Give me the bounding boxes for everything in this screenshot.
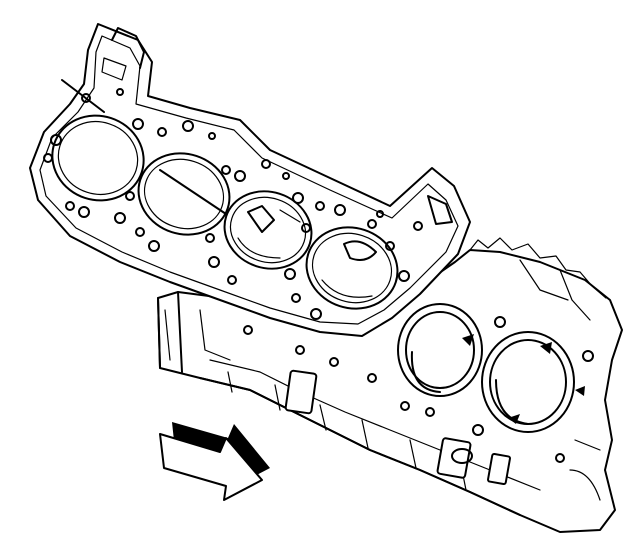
gasket-bore-4-ring <box>311 232 393 304</box>
block-bore-3 <box>397 303 483 397</box>
coolant-passage-1 <box>462 334 474 346</box>
coolant-passage-4 <box>575 386 585 396</box>
block-bore-4-wall <box>495 379 529 425</box>
gasket-bore-3-valve <box>247 205 275 233</box>
gasket-tab-cutout <box>101 57 127 81</box>
block-bore-3-wall <box>410 351 441 393</box>
block-boss-3 <box>487 452 511 486</box>
gasket-bore-2 <box>137 152 231 236</box>
head-gasket <box>29 23 471 337</box>
block-boss-2 <box>436 437 472 479</box>
gasket-tab-right <box>427 195 453 225</box>
block-side-line <box>209 359 541 491</box>
block-casting-edge <box>469 237 607 299</box>
gasket-bore-3 <box>223 190 313 270</box>
coolant-passage-3 <box>508 414 520 424</box>
gasket-bore-3-ring <box>229 196 307 264</box>
block-bore-3-inner <box>405 311 475 389</box>
coolant-passage-2 <box>540 342 552 354</box>
block-ribs <box>227 371 467 491</box>
block-bolt-holes <box>243 316 594 463</box>
block-bore-4 <box>481 331 575 433</box>
gasket-bore-2-ring <box>143 158 225 230</box>
block-end-face <box>157 291 183 373</box>
direction-arrow <box>159 422 270 501</box>
gasket-bore-3-detail <box>237 209 301 259</box>
gasket-bore-4 <box>305 226 399 310</box>
block-boss-1 <box>284 369 318 415</box>
engine-block <box>157 237 623 533</box>
gasket-tab-left <box>111 27 145 69</box>
block-right-detail <box>569 439 601 501</box>
arrow-shape <box>159 433 263 501</box>
gasket-bore-1-ring <box>57 120 139 196</box>
block-casting-detail <box>519 259 591 321</box>
gasket-plate <box>29 23 471 337</box>
block-port <box>451 448 473 464</box>
gasket-bolt-holes <box>43 88 423 320</box>
gasket-bore-4-valve <box>343 240 377 261</box>
block-side-edge <box>199 377 521 516</box>
block-end-detail <box>164 309 231 361</box>
gasket-bore-4-detail <box>321 279 373 298</box>
